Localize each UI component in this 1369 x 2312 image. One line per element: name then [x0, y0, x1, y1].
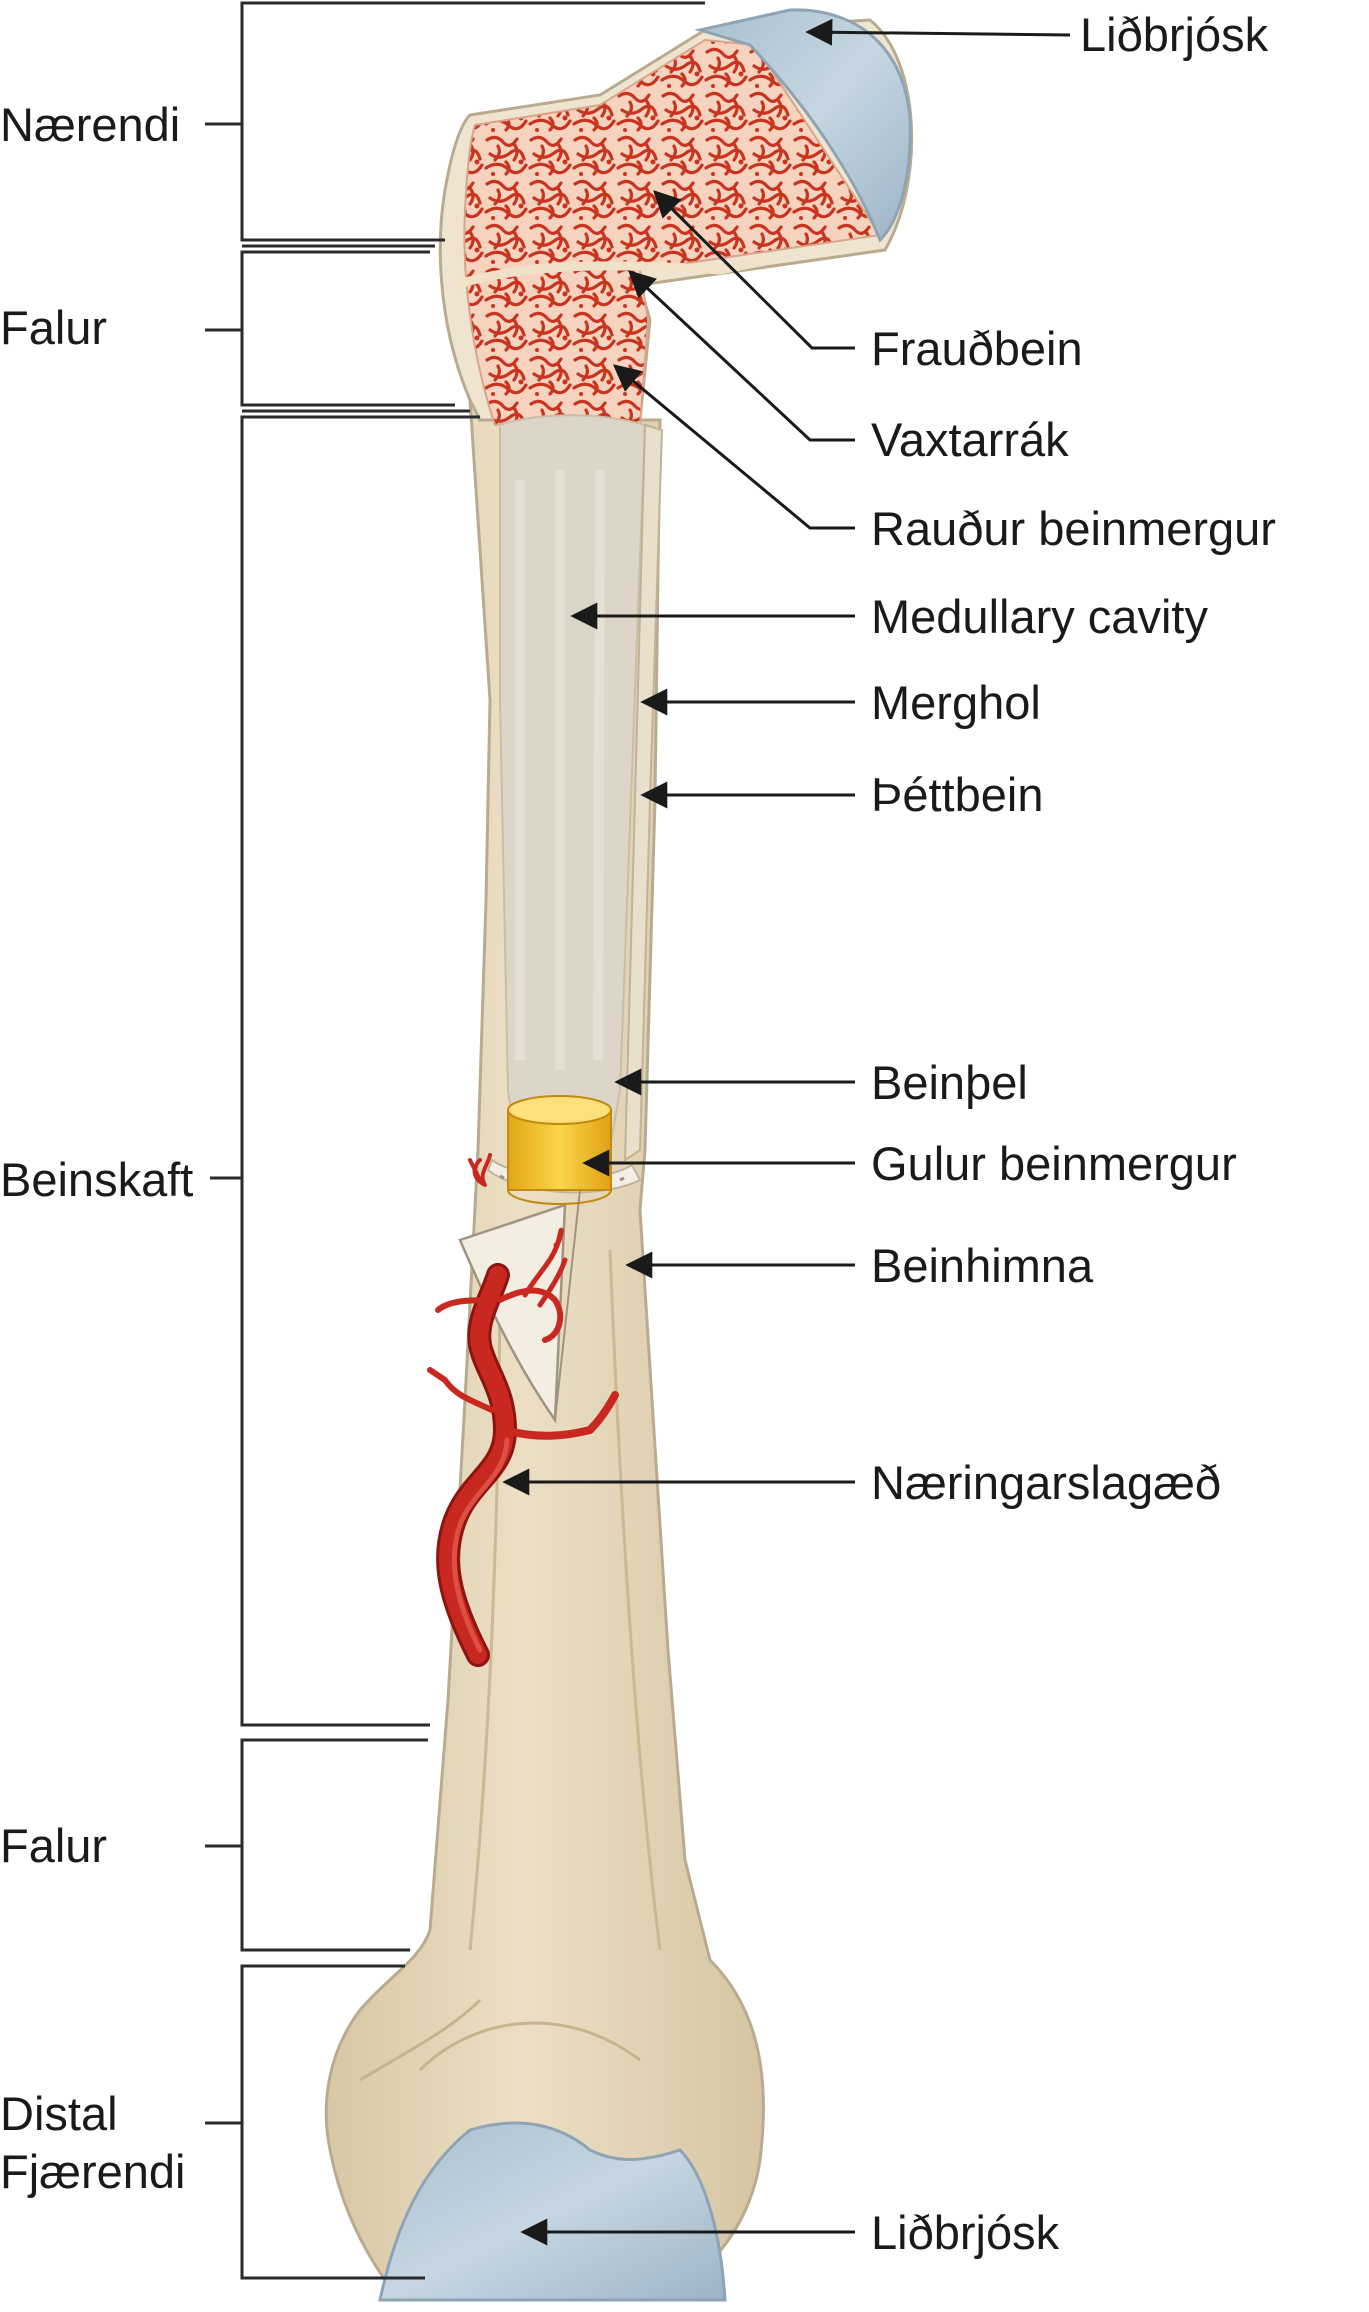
periosteum-flap	[458, 1203, 567, 1424]
right-labels: Liðbrjósk Frauðbein Vaxtarrák Rauður bei…	[871, 8, 1276, 2259]
left-labels: Nærendi Falur Beinskaft Falur Distal Fjæ…	[0, 98, 193, 2198]
label-distal-epiphysis-line2: Fjærendi	[0, 2145, 185, 2198]
label-endosteum: Beinþel	[871, 1056, 1028, 1109]
label-marrow-cavity: Merghol	[871, 676, 1041, 729]
shading-line	[468, 1249, 502, 1951]
bracket-diaphysis	[240, 415, 480, 1727]
shading-line	[418, 2021, 641, 2072]
label-articular-cartilage-top: Liðbrjósk	[1080, 8, 1269, 61]
label-proximal-metaphysis: Falur	[0, 301, 107, 354]
label-yellow-marrow: Gulur beinmergur	[871, 1137, 1237, 1190]
yellow-marrow-cylinder	[507, 1095, 612, 1205]
bracket-proximal-epiphysis	[240, 1, 705, 248]
shading-line	[359, 1998, 482, 2082]
left-brackets	[205, 1, 705, 2280]
flap-edge	[554, 1189, 581, 1421]
leader-red-marrow	[612, 364, 855, 530]
bracket-distal-metaphysis	[240, 1738, 428, 1952]
label-spongy-bone: Frauðbein	[871, 322, 1083, 375]
label-articular-cartilage-bottom: Liðbrjósk	[871, 2206, 1060, 2259]
label-epiphyseal-line: Vaxtarrák	[871, 413, 1069, 466]
leader-epiphyseal-line	[628, 270, 855, 442]
label-compact-bone: Þéttbein	[871, 768, 1043, 821]
nutrient-artery	[427, 1153, 619, 1667]
leader-lines	[502, 18, 1071, 2246]
spongy-bone-region	[463, 38, 882, 427]
label-nutrient-artery: Næringarslagæð	[871, 1456, 1221, 1509]
label-periosteum: Beinhimna	[871, 1239, 1094, 1292]
cavity-texture	[515, 469, 605, 1070]
leader-spongy-bone	[653, 190, 855, 350]
articular-cartilage-bottom	[378, 2121, 727, 2302]
label-distal-epiphysis-line1: Distal	[0, 2087, 118, 2140]
label-proximal-epiphysis: Nærendi	[0, 98, 180, 151]
label-diaphysis: Beinskaft	[0, 1153, 193, 1206]
femur-illustration	[324, 8, 914, 2302]
label-distal-metaphysis: Falur	[0, 1819, 107, 1872]
articular-cartilage-top	[694, 8, 912, 243]
bracket-proximal-metaphysis	[240, 250, 470, 413]
leader-articular-cartilage-top	[805, 18, 1071, 46]
label-medullary-cavity: Medullary cavity	[871, 590, 1208, 643]
label-red-marrow: Rauður beinmergur	[871, 502, 1276, 555]
shading-line	[608, 1249, 662, 1951]
epiphyseal-line	[453, 255, 771, 290]
